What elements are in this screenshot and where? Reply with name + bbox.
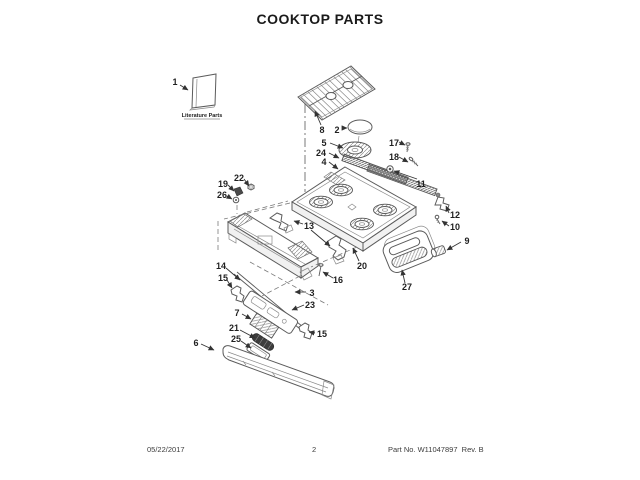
callout-10: 10 (450, 222, 460, 232)
callout-4: 4 (321, 157, 326, 167)
footer-part-number: Part No. W11047897 Rev. B (388, 445, 484, 454)
leader-7 (241, 313, 252, 320)
leader-6 (200, 343, 215, 351)
leader-16 (322, 271, 334, 279)
footer-page-number: 2 (312, 445, 317, 454)
part-27-side-panel (382, 225, 436, 273)
callout-leaders (179, 84, 462, 351)
leader-27 (400, 269, 406, 284)
part-1-literature-booklet (184, 73, 220, 120)
part-12-clip (434, 196, 450, 212)
callout-numbers: 1 8 2 5 24 4 17 18 11 19 22 26 13 14 15 … (172, 77, 469, 348)
literature-parts-label: Literature Parts (182, 113, 223, 119)
part-11-grommet (386, 165, 394, 173)
part-5-surface-burner (338, 141, 372, 159)
leader-13b (310, 229, 331, 247)
callout-17: 17 (389, 138, 399, 148)
footer-date: 05/22/2017 (147, 445, 185, 454)
part-24-igniter-rail (341, 153, 441, 198)
callout-1: 1 (172, 77, 177, 87)
callout-20: 20 (357, 261, 367, 271)
callout-19: 19 (218, 179, 228, 189)
callout-21: 21 (229, 323, 239, 333)
callout-3: 3 (309, 288, 314, 298)
leader-4 (328, 161, 339, 170)
callout-15b: 15 (317, 329, 327, 339)
callout-16: 16 (333, 275, 343, 285)
leader-22 (243, 178, 250, 187)
leader-17 (398, 140, 406, 146)
leader-20 (352, 247, 360, 262)
part-18-screw (408, 156, 419, 167)
callout-22: 22 (234, 173, 244, 183)
part-16-pin (318, 263, 324, 277)
callout-9: 9 (464, 236, 469, 246)
callout-11: 11 (416, 179, 426, 189)
part-6-trim-panel (222, 345, 335, 400)
leader-9 (446, 241, 462, 251)
callout-12: 12 (450, 210, 460, 220)
part-20-maintop (291, 166, 417, 252)
callout-23: 23 (305, 300, 315, 310)
part-9-spacer (430, 245, 446, 258)
part-8-grate (297, 65, 376, 121)
callout-5: 5 (321, 138, 326, 148)
part-burner-box (226, 212, 320, 281)
part-22-nut (247, 183, 255, 191)
leader-19 (227, 184, 235, 192)
leader-11 (393, 170, 418, 180)
leader-15b (308, 330, 316, 336)
callout-8: 8 (319, 125, 324, 135)
callout-26: 26 (217, 190, 227, 200)
part-15-clip-right (298, 322, 313, 340)
part-13-bracket-left (269, 212, 294, 234)
leader-12 (445, 205, 451, 214)
part-26-grommet (232, 196, 240, 204)
burner-opening (329, 183, 353, 197)
leader-25 (240, 340, 252, 349)
leader-13a (293, 220, 304, 226)
callout-27: 27 (402, 282, 412, 292)
leader-14 (225, 267, 241, 281)
part-7-grid-plate (249, 312, 280, 339)
leader-10 (441, 220, 450, 227)
leader-8 (314, 110, 322, 126)
leader-15a (226, 279, 233, 289)
leader-24 (328, 152, 340, 159)
page-title: COOKTOP PARTS (256, 11, 384, 27)
leader-26 (225, 193, 233, 200)
part-19-ignitor (233, 186, 244, 197)
callout-24: 24 (316, 148, 326, 158)
burner-opening (350, 217, 374, 231)
burner-opening (373, 203, 397, 217)
callout-18: 18 (389, 152, 399, 162)
alignment-guides (217, 200, 358, 306)
callout-13: 13 (304, 221, 314, 231)
callout-7: 7 (234, 308, 239, 318)
leader-21 (239, 329, 256, 339)
leader-1 (179, 84, 189, 91)
leader-5 (329, 142, 344, 149)
callout-25: 25 (231, 334, 241, 344)
part-15-clip-left (230, 285, 245, 303)
callout-6: 6 (193, 338, 198, 348)
part-10-screw (434, 214, 441, 225)
callout-15a: 15 (218, 273, 228, 283)
leader-23 (291, 304, 305, 311)
leader-18 (398, 156, 409, 163)
callout-14: 14 (216, 261, 226, 271)
part-17-screw (405, 142, 411, 153)
burner-opening (309, 195, 333, 209)
part-2-burner-cap (347, 119, 373, 144)
callout-2: 2 (334, 125, 339, 135)
